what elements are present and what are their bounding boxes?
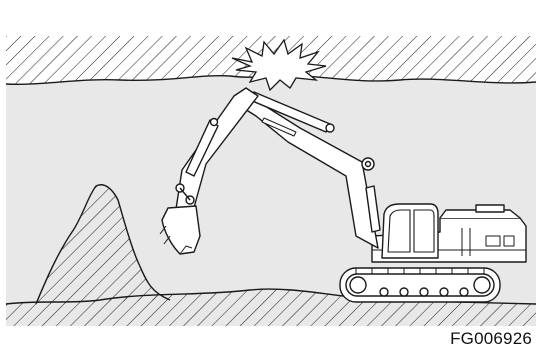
figure-id-label: FG006926 [448,329,534,349]
